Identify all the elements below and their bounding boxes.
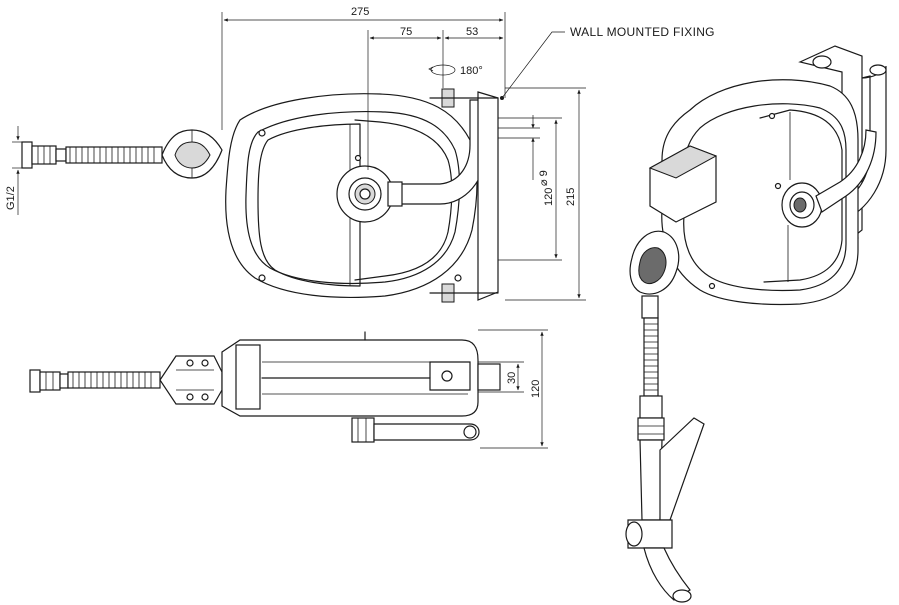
- isometric-view: [625, 45, 887, 603]
- dim-75: 75: [400, 26, 412, 38]
- bottom-view: 30 120: [29, 329, 548, 449]
- bottom-spring-hose: [67, 371, 161, 389]
- dim-30: 30: [506, 372, 518, 384]
- bottom-reel-body: [221, 331, 501, 443]
- bottom-dimension-lines: [478, 329, 548, 449]
- dim-275: 275: [351, 6, 369, 18]
- dim-120-front: 120: [543, 188, 555, 206]
- front-view: 275 75 53 180° ⌀ 9 120 215 G1/2 WALL MOU…: [5, 6, 715, 303]
- spring-hose: [65, 146, 163, 164]
- dim-rotation: 180°: [460, 65, 483, 77]
- dim-120-bottom: 120: [530, 380, 542, 398]
- wall-fixing-label: WALL MOUNTED FIXING: [570, 25, 715, 39]
- dim-53: 53: [466, 26, 478, 38]
- wall-bracket: [429, 88, 540, 303]
- dim-thread: G1/2: [5, 186, 17, 210]
- iso-hose-guide: [629, 230, 680, 397]
- iso-spray-gun: [625, 395, 705, 603]
- bottom-hose-guide: [159, 355, 223, 405]
- reel-body: [225, 93, 487, 299]
- bottom-inlet-fitting: [29, 369, 69, 393]
- iso-reel-body: [648, 79, 877, 306]
- dimension-lines: [12, 12, 586, 301]
- hose-guide: [161, 129, 223, 179]
- inlet-fitting: [21, 141, 67, 169]
- dim-215: 215: [565, 188, 577, 206]
- dim-hole: ⌀ 9: [538, 170, 550, 186]
